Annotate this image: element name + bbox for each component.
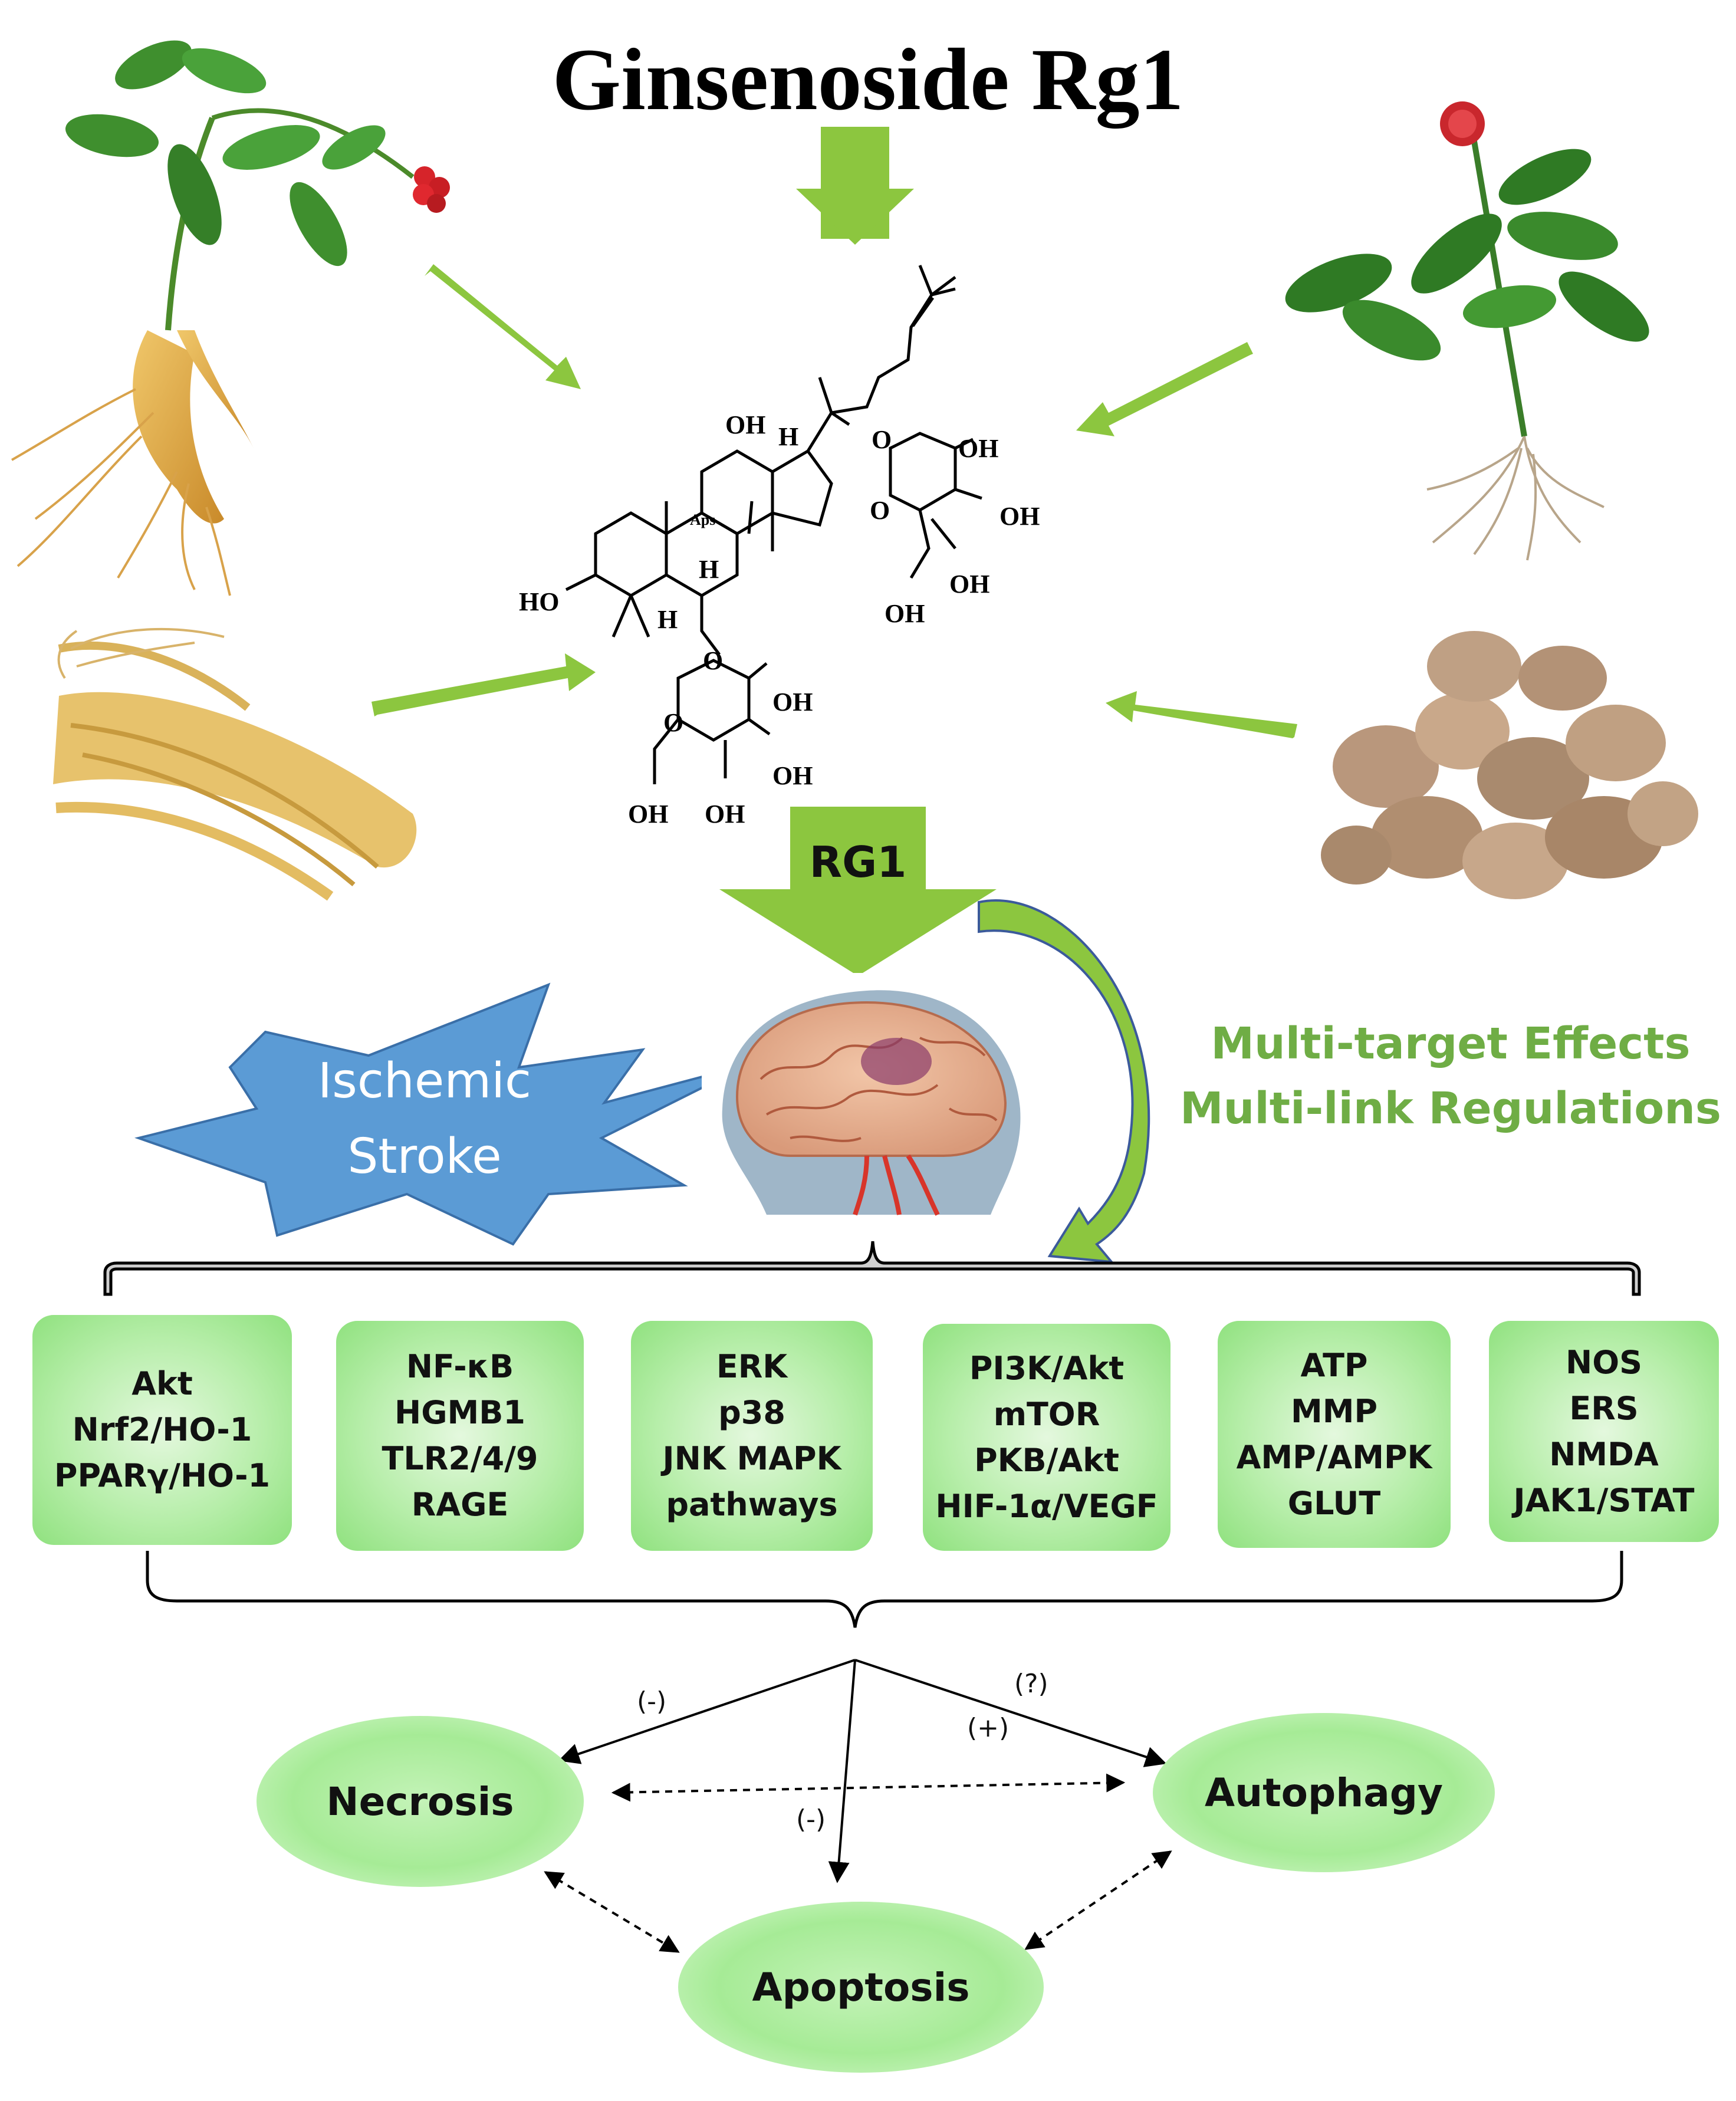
mol-label: OH	[999, 502, 1040, 531]
mol-label: O	[663, 708, 683, 737]
brain-illustration	[702, 973, 1023, 1216]
bottom-brace	[146, 1551, 1623, 1628]
sign-necrosis: (-)	[637, 1686, 667, 1717]
pathway-item: NOS	[1566, 1343, 1642, 1381]
pathway-box-5: ATP MMP AMP/AMPK GLUT	[1218, 1321, 1451, 1548]
mol-label: OH	[705, 800, 745, 828]
pathway-box-1: Akt Nrf2/HO-1 PPARγ/HO-1	[32, 1315, 292, 1545]
pathway-item: GLUT	[1287, 1484, 1381, 1522]
mol-label: O	[870, 496, 890, 525]
pathway-item: JNK MAPK	[662, 1440, 841, 1477]
mol-label: H	[699, 555, 719, 584]
stroke-line-1: Ischemic	[317, 1053, 532, 1109]
ginseng-plant-upper-right	[1285, 101, 1649, 561]
pathway-item: p38	[718, 1394, 785, 1431]
rg1-label: RG1	[809, 837, 907, 887]
pathway-box-3: ERK p38 JNK MAPK pathways	[631, 1321, 873, 1551]
mol-label: OH	[949, 570, 989, 599]
mol-label: OH	[772, 688, 813, 716]
pathway-item: mTOR	[993, 1395, 1100, 1433]
autophagy-node: Autophagy	[1153, 1713, 1495, 1872]
sign-autophagy-plus: (+)	[967, 1713, 1010, 1743]
ischemic-stroke-burst	[134, 982, 749, 1246]
ginseng-plant-upper-left	[11, 40, 450, 596]
mol-label: H	[778, 422, 798, 451]
pathway-item: HIF-1α/VEGF	[935, 1487, 1158, 1525]
effects-line-2: Multi-link Regulations	[1180, 1083, 1721, 1134]
necrosis-node: Necrosis	[257, 1716, 584, 1887]
mol-label: OH	[628, 800, 668, 828]
pathway-box-2: NF-κB HGMB1 TLR2/4/9 RAGE	[336, 1321, 584, 1551]
effects-text: Multi-target Effects Multi-link Regulati…	[1168, 1011, 1734, 1141]
mol-label: O	[703, 646, 723, 675]
pathway-box-4: PI3K/Akt mTOR PKB/Akt HIF-1α/VEGF	[923, 1324, 1171, 1551]
mol-label: O	[872, 425, 892, 454]
dried-pieces-lower-right	[1321, 631, 1698, 899]
pathway-item: PKB/Akt	[974, 1441, 1119, 1479]
outcome-arrows	[558, 1659, 1167, 1883]
effects-line-1: Multi-target Effects	[1211, 1018, 1691, 1069]
curved-effect-arrow	[978, 899, 1150, 1264]
mol-label: OH	[725, 410, 765, 439]
mol-label: OH	[772, 761, 813, 790]
outcome-dashed-links	[544, 1773, 1172, 1953]
pathway-item: RAGE	[411, 1486, 509, 1523]
pathway-item: NMDA	[1549, 1435, 1659, 1473]
pathway-item: Akt	[131, 1365, 193, 1402]
mol-label: Aps	[690, 511, 715, 528]
ischemic-stroke-label: Ischemic Stroke	[277, 1044, 572, 1195]
pathway-item: Nrf2/HO-1	[72, 1411, 252, 1448]
sign-autophagy-question: (?)	[1014, 1669, 1048, 1699]
plant-arrows	[371, 264, 1297, 738]
mol-label: HO	[519, 587, 559, 616]
pathway-item: ERK	[716, 1348, 788, 1385]
pathway-item: PPARγ/HO-1	[54, 1457, 271, 1494]
top-down-arrow	[796, 127, 914, 245]
molecule-labels: OH H O OH OH O OH OH HO H H Aps O O OH O…	[519, 410, 1040, 828]
sign-apoptosis: (-)	[796, 1804, 826, 1834]
mol-label: H	[657, 605, 678, 634]
stroke-line-2: Stroke	[347, 1129, 502, 1185]
pathway-item: AMP/AMPK	[1236, 1438, 1432, 1476]
pathway-box-6: NOS ERS NMDA JAK1/STAT	[1489, 1321, 1719, 1542]
apoptosis-node: Apoptosis	[678, 1902, 1044, 2073]
molecule-structure	[565, 265, 982, 784]
pathway-item: ERS	[1569, 1389, 1639, 1427]
mol-label: OH	[885, 599, 925, 628]
diagram-title: Ginsenoside Rg1	[552, 31, 1184, 129]
pathway-item: pathways	[666, 1486, 838, 1523]
pathway-item: TLR2/4/9	[382, 1440, 538, 1477]
top-bracket	[103, 1241, 1641, 1296]
dried-roots-lower-left	[53, 627, 417, 901]
pathway-item: ATP	[1300, 1346, 1368, 1384]
pathway-item: HGMB1	[394, 1394, 525, 1431]
pathway-item: JAK1/STAT	[1513, 1481, 1695, 1519]
pathway-item: PI3K/Akt	[969, 1349, 1125, 1387]
mol-label: OH	[958, 434, 998, 463]
rg1-arrow	[719, 807, 997, 976]
pathway-item: NF-κB	[406, 1348, 514, 1385]
pathway-item: MMP	[1290, 1392, 1378, 1430]
